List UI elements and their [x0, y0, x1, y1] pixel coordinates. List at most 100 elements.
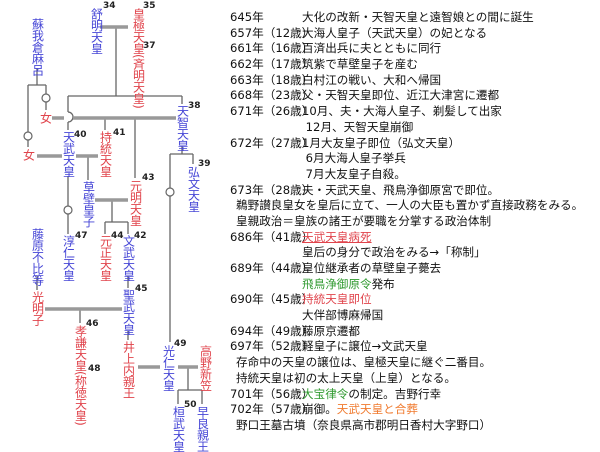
reign-number: 39 — [198, 159, 211, 169]
node-shomu: 聖武天皇 — [121, 289, 136, 335]
timeline-entry: 7月大友皇子自殺。 — [230, 167, 600, 183]
entry-year: 645年 — [230, 10, 264, 24]
entry-text: 野口王墓古墳（奈良県高市郡明日香村大字野口） — [236, 417, 492, 432]
reign-number: 41 — [113, 128, 126, 138]
timeline-entry: 鵜野讃良皇女を皇后に立て、一人の大臣も置かず直接政務をみる。 — [230, 198, 600, 214]
entry-text: 持統天皇即位 — [302, 292, 372, 307]
reign-number: 46 — [86, 319, 99, 329]
reign-number: 40 — [74, 130, 87, 140]
entry-text: 発布 — [371, 276, 395, 291]
entry-text: 白村江の戦い、大和へ帰国 — [302, 72, 442, 87]
reign-number: 50 — [184, 400, 197, 410]
family-tree: 舒明天皇 34 皇極天皇(斉明天皇) 35 37 蘇我倉麻呂 女 女 天智天皇 … — [0, 0, 230, 452]
entry-text: 鵜野讃良皇女を皇后に立て、一人の大臣も置かず直接政務をみる。 — [236, 198, 584, 213]
tree-lines — [23, 25, 203, 404]
timeline-entry: 662年（17歳）筑紫で草壁皇子を産む — [230, 57, 600, 73]
reign-number: 44 — [111, 231, 124, 241]
timeline-entry: 12月、天智天皇崩御 — [230, 120, 600, 136]
entry-year: 661年（16歳） — [230, 41, 314, 56]
timeline-entry: 657年（12歳）大海人皇子（天武天皇）の妃となる — [230, 26, 600, 42]
timeline-entry: 野口王墓古墳（奈良県高市郡明日香村大字野口） — [230, 418, 600, 434]
entry-year: 694年（49歳） — [230, 323, 314, 338]
node-monmu: 文武天皇 — [121, 235, 136, 281]
entry-text: 皇后の身分で政治をみる→「称制」 — [302, 245, 486, 260]
reign-number: 49 — [174, 339, 187, 349]
entry-year: 690年（45歳） — [230, 292, 314, 307]
node-woman-2: 女 — [21, 149, 36, 161]
node-woman-1: 女 — [38, 112, 53, 124]
entry-text: 10月、夫・大海人皇子、剃髪して出家 — [302, 104, 502, 119]
entry-year: 668年（23歳） — [230, 88, 314, 103]
reign-number: 37 — [143, 41, 156, 51]
reign-number: 34 — [103, 1, 116, 11]
entry-year: 663年（18歳） — [230, 72, 314, 87]
timeline-entry: 673年（28歳）夫・天武天皇、飛鳥浄御原宮で即位。 — [230, 183, 600, 199]
reign-number: 38 — [188, 101, 201, 111]
entry-text: 7月大友皇子自殺。 — [302, 166, 406, 181]
timeline-entry: 697年（52歳）軽皇子に譲位→文武天皇 — [230, 339, 600, 355]
timeline-entry: 690年（45歳）持統天皇即位 — [230, 292, 600, 308]
entry-text: 大化の改新・天智天皇と遠智娘との間に誕生 — [302, 10, 534, 24]
node-tenji: 天智天皇 — [175, 105, 190, 151]
entry-text: 持統天皇は初の太上天皇（上皇）となる。 — [236, 370, 456, 385]
entry-text: 皇親政治＝皇族の諸王が要職を分掌する政治体制 — [236, 213, 492, 228]
entry-text: の制定。吉野行幸 — [348, 386, 442, 401]
entry-text: 天武天皇病死 — [302, 229, 372, 244]
timeline-entry: 694年（49歳）藤原京遷都 — [230, 324, 600, 340]
reign-number: 35 — [143, 1, 156, 11]
reign-number: 48 — [88, 364, 101, 374]
node-takano-niigasa: 高野新笠 — [198, 345, 213, 391]
node-jito: 持統天皇 — [98, 131, 113, 177]
entry-year: 671年（26歳） — [230, 104, 314, 119]
node-junnin: 淳仁天皇 — [61, 235, 76, 281]
node-koken: 孝謙天皇(称徳天皇) — [73, 325, 88, 426]
timeline-entry: 大伴部博麻帰国 — [230, 308, 600, 324]
timeline-entry: 672年（27歳）1月大友皇子即位（弘文天皇） — [230, 136, 600, 152]
entry-text: 1月大友皇子即位（弘文天皇） — [302, 135, 461, 150]
timeline-entry: 存命中の天皇の譲位は、皇極天皇に継ぐ二番目。 — [230, 355, 600, 371]
timeline-entry: 661年（16歳）百済出兵に夫とともに同行 — [230, 41, 600, 57]
node-sawara: 早良親王 — [195, 406, 210, 452]
node-komyoshi: 光明子 — [30, 291, 45, 326]
entry-year: 697年（52歳） — [230, 339, 314, 354]
entry-year: 672年（27歳） — [230, 135, 314, 150]
node-kanmu: 桓武天皇 — [171, 406, 186, 452]
entry-text: 天武天皇と合葬 — [336, 402, 418, 417]
entry-text: 崩御。 — [302, 402, 337, 417]
node-jomei: 舒明天皇 — [89, 8, 104, 54]
entry-text: 大宝律令 — [302, 386, 349, 401]
node-inoue: 井上内親王 — [121, 341, 136, 399]
reign-number: 42 — [134, 231, 147, 241]
reign-number: 45 — [135, 284, 148, 294]
node-fujiwara-fuhito: 藤原不比等 — [30, 228, 45, 286]
entry-text: 存命中の天皇の譲位は、皇極天皇に継ぐ二番目。 — [236, 355, 492, 370]
entry-text: 夫・天武天皇、飛鳥浄御原宮で即位。 — [302, 182, 500, 197]
node-tenmu: 天武天皇 — [61, 131, 76, 177]
reign-number: 43 — [142, 173, 155, 183]
timeline-entry: 飛鳥浄御原令発布 — [230, 277, 600, 293]
timeline-entry: 701年（56歳）大宝律令の制定。吉野行幸 — [230, 387, 600, 403]
entry-text: 筑紫で草壁皇子を産む — [302, 57, 418, 72]
timeline-entry: 668年（23歳）父・天智天皇即位、近江大津宮に遷都 — [230, 88, 600, 104]
node-kobun: 弘文天皇 — [186, 166, 201, 212]
node-gensho: 元正天皇 — [98, 235, 113, 281]
entry-text: 皇位継承者の草壁皇子薨去 — [302, 261, 442, 275]
entry-year: 701年（56歳） — [230, 386, 314, 401]
entry-year: 657年（12歳） — [230, 25, 314, 40]
entry-text: 大海人皇子（天武天皇）の妃となる — [302, 25, 488, 40]
entry-text: 藤原京遷都 — [302, 323, 360, 338]
timeline-entry: 645年 大化の改新・天智天皇と遠智娘との間に誕生 — [230, 10, 600, 26]
entry-year: 702年（57歳） — [230, 402, 314, 417]
entry-text: 百済出兵に夫とともに同行 — [302, 41, 442, 56]
timeline-entry: 686年（41歳）天武天皇病死 — [230, 230, 600, 246]
node-kusakabe: 草壁皇子 — [81, 181, 96, 227]
entry-year: 686年（41歳） — [230, 229, 314, 244]
entry-text: 6月大海人皇子挙兵 — [302, 151, 406, 166]
node-konin: 光仁天皇 — [161, 345, 176, 391]
entry-text: 12月、天智天皇崩御 — [302, 119, 414, 134]
reign-number: 47 — [75, 231, 88, 241]
entry-text: 大伴部博麻帰国 — [302, 308, 384, 323]
node-kogyoku: 皇極天皇(斉明天皇) — [131, 8, 146, 109]
timeline-entry: 持統天皇は初の太上天皇（上皇）となる。 — [230, 371, 600, 387]
